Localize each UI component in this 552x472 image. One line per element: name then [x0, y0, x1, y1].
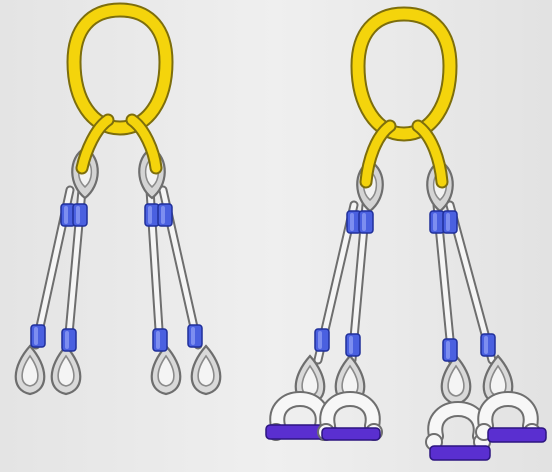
ferrule-icon	[188, 325, 202, 347]
thimble-eye-icon	[16, 346, 45, 394]
ferrule-icon	[145, 204, 159, 226]
ferrule-icon	[153, 329, 167, 351]
thimble-eye-icon	[52, 346, 81, 394]
ferrule-icon	[158, 204, 172, 226]
thimble-eye-icon	[442, 356, 471, 404]
ferrule-icon	[481, 334, 495, 356]
right-wire-rope-legs	[318, 205, 492, 360]
ferrule-icon	[62, 329, 76, 351]
ferrule-icon	[73, 204, 87, 226]
master-link-icon	[74, 10, 166, 128]
bow-shackle-icon	[476, 399, 546, 442]
ferrule-icon	[315, 329, 329, 351]
right-sling-assembly	[266, 14, 546, 460]
ferrule-icon	[31, 325, 45, 347]
ferrule-icon	[359, 211, 373, 233]
ferrule-icon	[430, 211, 444, 233]
bow-shackle-icon	[318, 399, 382, 440]
thimble-eye-icon	[152, 346, 181, 394]
ferrule-icon	[443, 211, 457, 233]
master-link-icon	[358, 14, 450, 134]
ferrule-icon	[346, 334, 360, 356]
left-sling-assembly	[16, 10, 221, 394]
ferrule-icon	[443, 339, 457, 361]
thimble-eye-icon	[192, 346, 221, 394]
